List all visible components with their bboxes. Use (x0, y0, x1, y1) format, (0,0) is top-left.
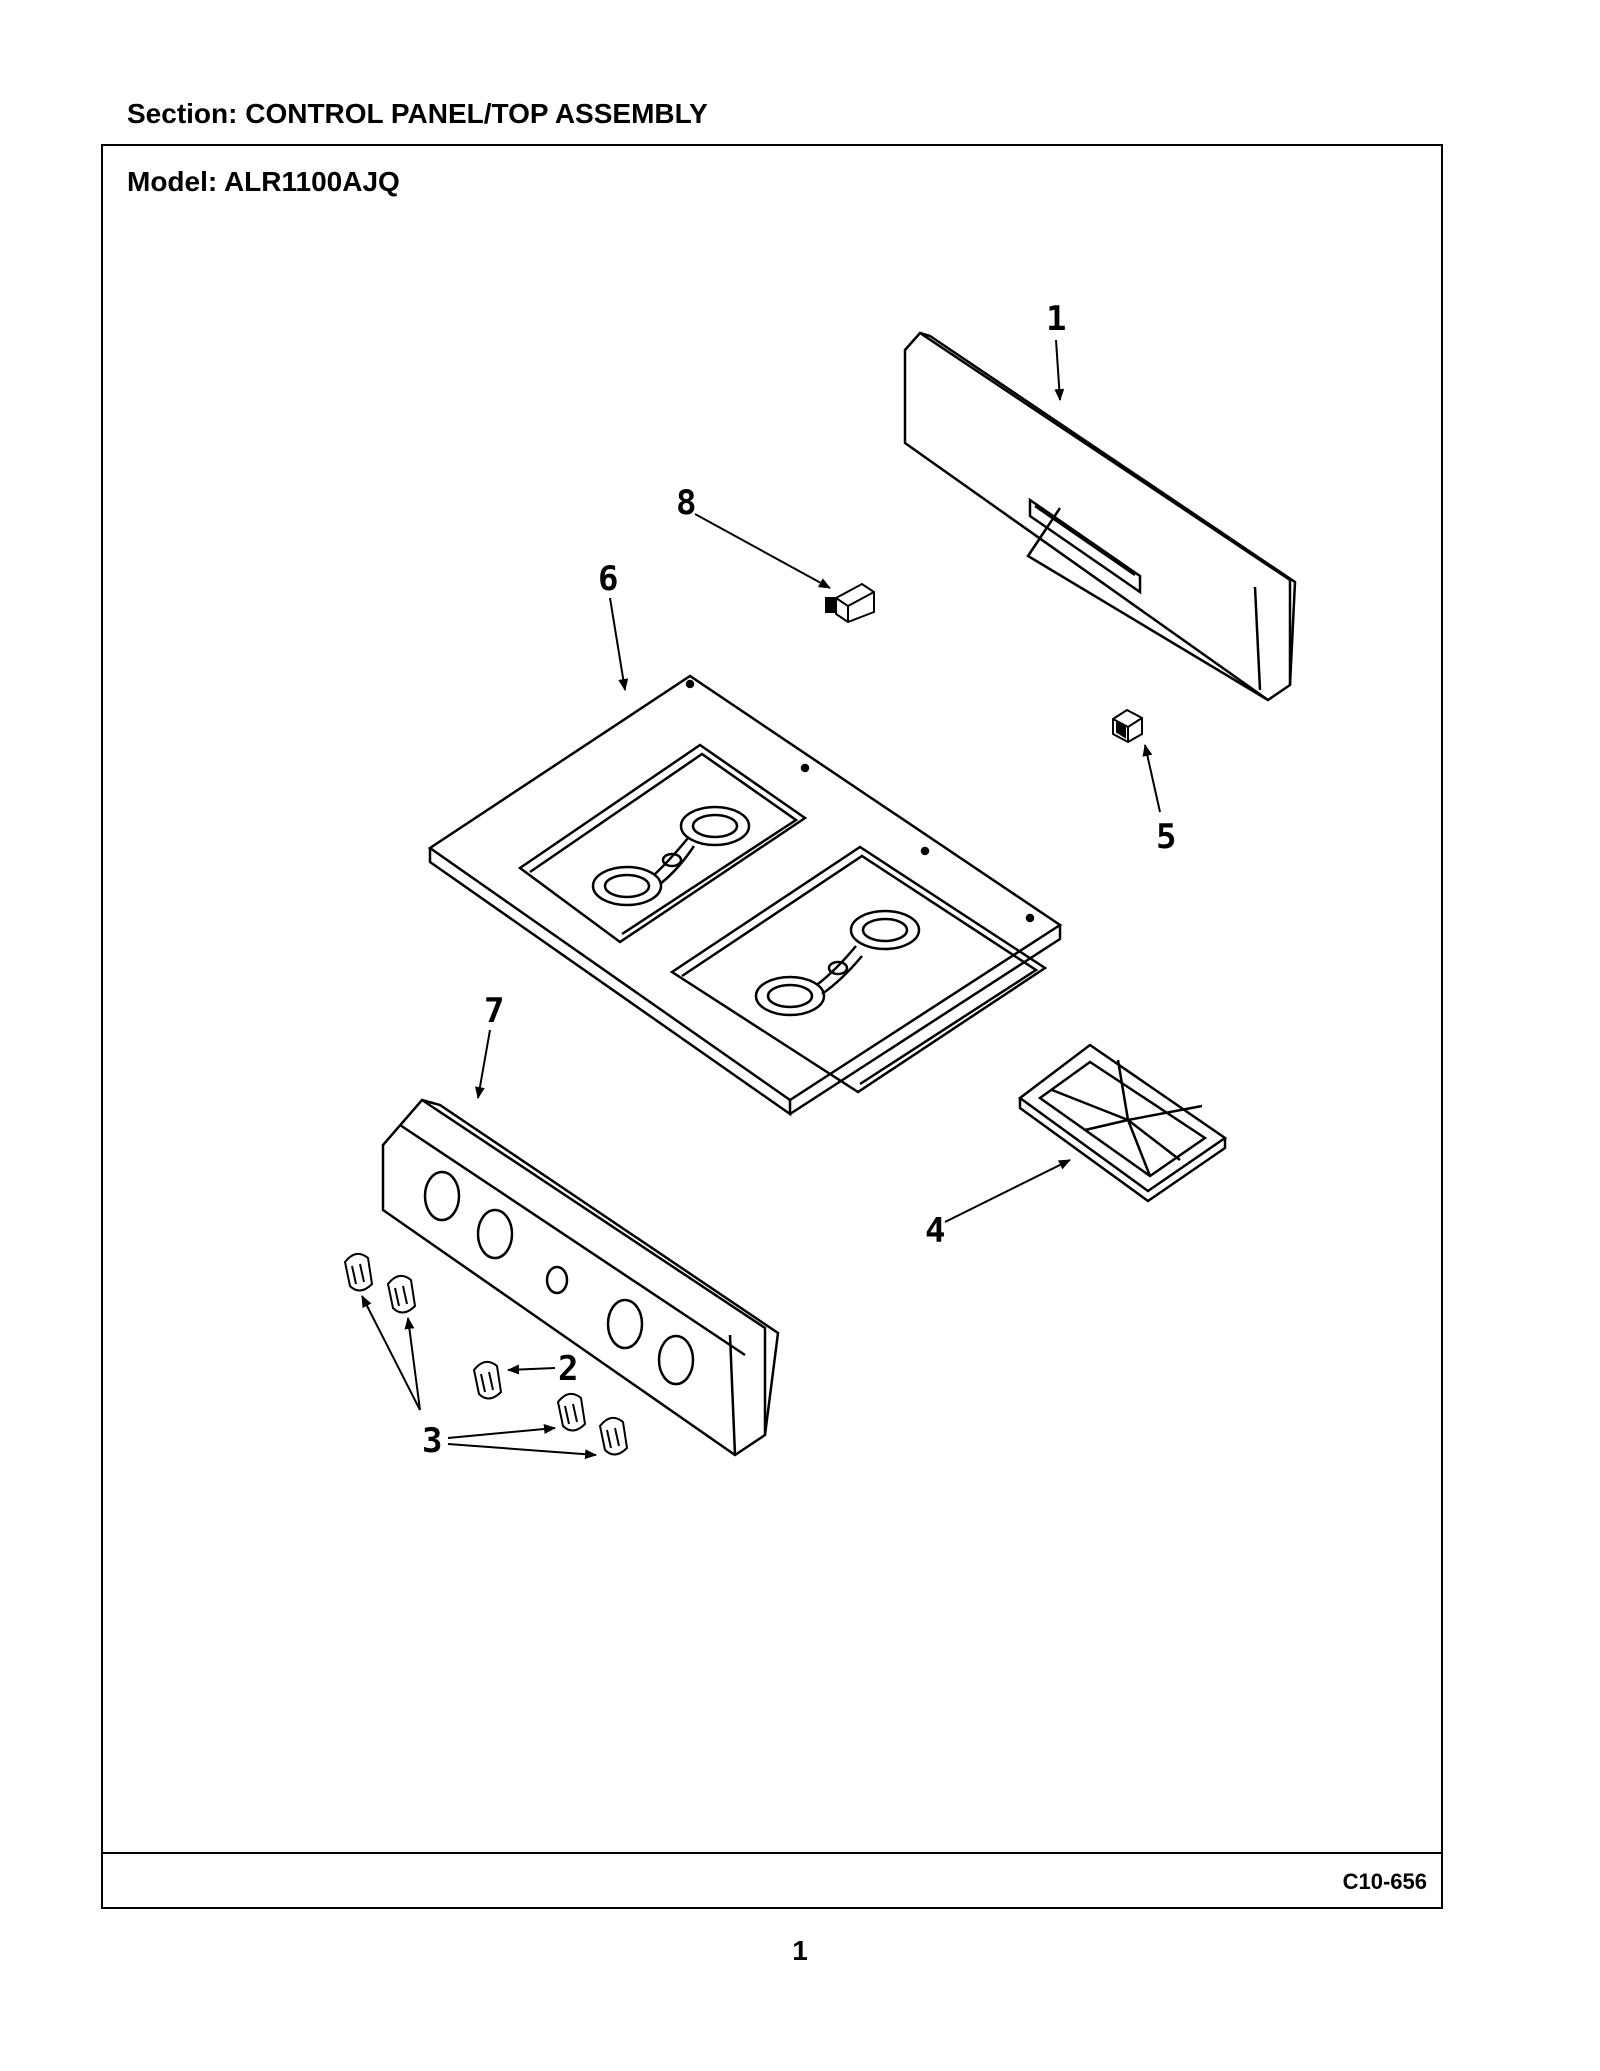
part-clip (825, 582, 875, 624)
callout-4: 4 (925, 1211, 945, 1251)
leader-lines (361, 339, 1161, 1460)
part-control-panel (381, 1098, 780, 1457)
part-grate (1017, 1043, 1228, 1203)
model-title: Model: ALR1100AJQ (127, 166, 400, 197)
callout-8: 8 (676, 483, 696, 523)
footer-divider (103, 1852, 1441, 1854)
page-number: 1 (792, 1935, 808, 1966)
callout-labels: 1 2 3 4 5 6 7 8 (422, 299, 1176, 1461)
callout-7: 7 (484, 991, 504, 1031)
callout-5: 5 (1156, 817, 1176, 857)
part-spark-module (1112, 708, 1143, 744)
part-knob (386, 1274, 417, 1314)
callout-2: 2 (558, 1349, 578, 1389)
part-knob (556, 1392, 587, 1432)
callout-6: 6 (598, 559, 618, 599)
callout-3: 3 (422, 1421, 442, 1461)
exploded-parts-diagram: 1 2 3 4 5 6 7 8 (343, 299, 1297, 1461)
callout-1: 1 (1046, 299, 1066, 339)
diagram-code: C10-656 (1342, 1869, 1427, 1894)
part-knob (472, 1360, 503, 1400)
part-backguard (903, 331, 1297, 702)
part-knob (598, 1416, 629, 1456)
section-title: Section: CONTROL PANEL/TOP ASSEMBLY (127, 98, 708, 129)
part-knob (343, 1252, 374, 1292)
diagram-frame: Model: ALR1100AJQ C10-656 (101, 144, 1443, 1909)
part-cooktop (427, 674, 1063, 1117)
